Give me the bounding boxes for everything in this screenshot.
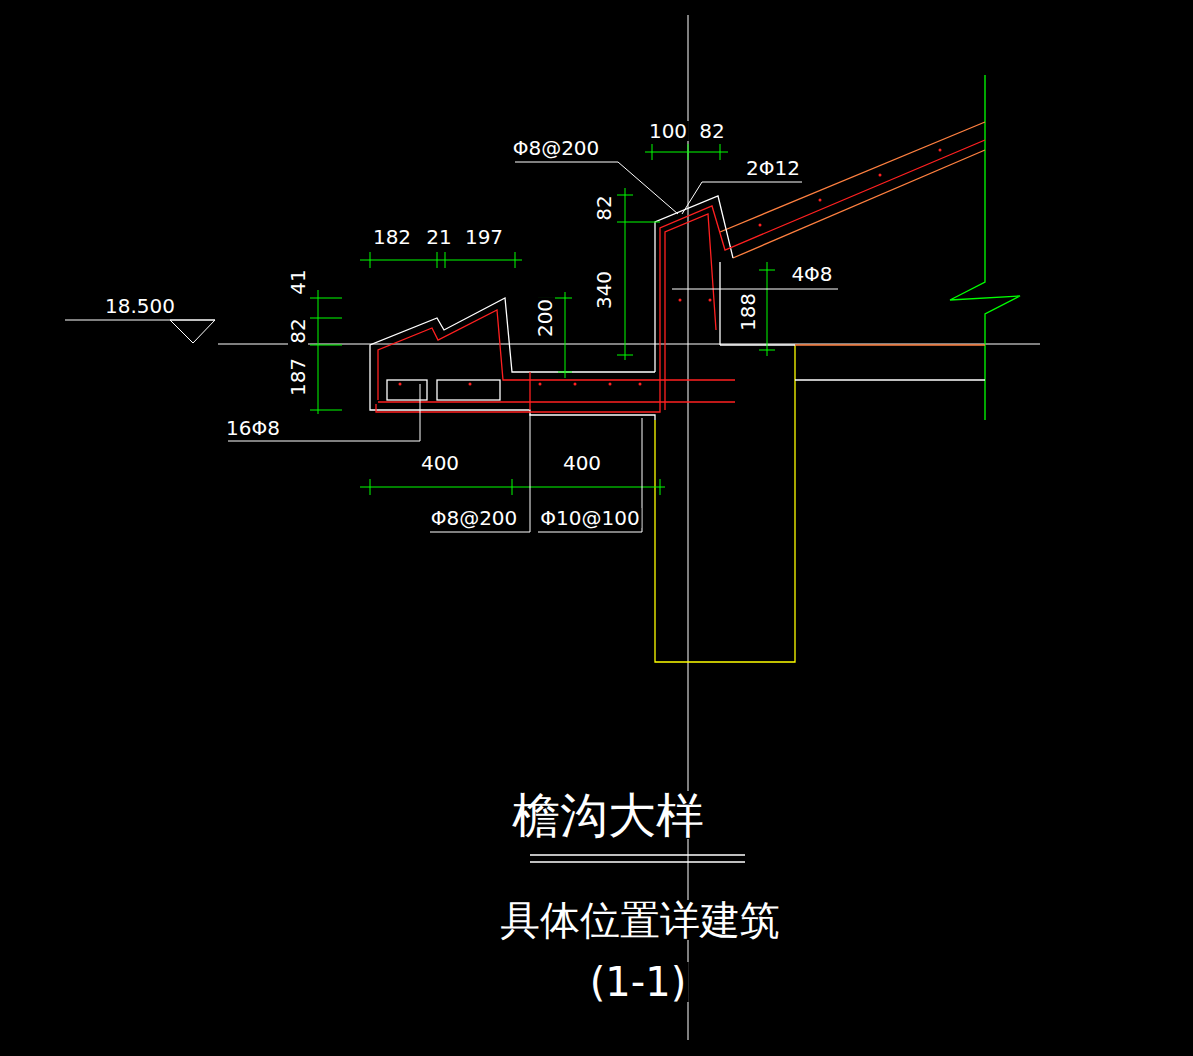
drawing-stroke	[879, 174, 882, 177]
drawing-stroke	[795, 344, 985, 345]
wall-break	[950, 75, 1020, 420]
drawing-stroke	[399, 383, 402, 386]
drawing-stroke	[310, 410, 342, 411]
drawing-stroke	[360, 260, 522, 261]
drawing-stroke	[672, 289, 838, 290]
drawing-stroke	[515, 252, 516, 268]
drawing-stroke	[679, 299, 682, 302]
drawing-stroke	[310, 345, 342, 346]
drawing-stroke	[617, 355, 633, 356]
dimension-text: 197	[463, 227, 505, 247]
drawing-stroke	[469, 383, 472, 386]
dimension-text: 82	[697, 121, 726, 141]
drawing-stroke	[370, 479, 371, 495]
drawing-stroke	[639, 383, 642, 386]
dimension-text: 400	[561, 453, 603, 473]
beam-slab	[720, 122, 985, 345]
dimension-text: 188	[738, 291, 758, 333]
rebar-label: Φ8@200	[429, 508, 520, 528]
dimension-text: 82	[594, 193, 614, 222]
drawing-stroke	[170, 320, 215, 343]
drawing-stroke	[310, 318, 342, 319]
drawing-stroke	[530, 861, 745, 863]
section-mark: (1-1)	[588, 962, 689, 1002]
drawing-stroke	[437, 252, 438, 268]
column-outline	[655, 345, 795, 662]
drawing-title: 檐沟大样	[510, 791, 706, 839]
drawing-stroke	[767, 262, 768, 356]
drawing-stroke	[655, 345, 795, 662]
dimension-text: 18.500	[103, 296, 177, 316]
drawing-stroke	[720, 144, 721, 160]
leader-lines	[65, 162, 838, 532]
rebar-label: 2Φ12	[744, 158, 802, 178]
drawing-stroke	[617, 195, 633, 196]
dimension-text: 340	[594, 269, 614, 311]
drawing-stroke	[795, 379, 985, 380]
drawing-stroke	[529, 372, 530, 410]
dimension-text: 400	[419, 453, 461, 473]
drawing-stroke	[660, 479, 661, 495]
rebar-label: Φ8@200	[511, 138, 602, 158]
drawing-stroke	[719, 262, 720, 345]
drawing-stroke	[437, 380, 500, 400]
beam-bottom	[795, 379, 985, 380]
drawing-stroke	[682, 182, 802, 214]
drawing-stroke	[720, 122, 985, 232]
drawing-stroke	[539, 383, 542, 386]
drawing-stroke	[378, 310, 735, 400]
drawing-stroke	[733, 150, 985, 258]
drawing-stroke	[530, 854, 745, 856]
drawing-stroke	[512, 479, 513, 495]
dimension-lines	[310, 144, 775, 495]
rebar-label: 16Φ8	[224, 418, 282, 438]
drawing-stroke	[688, 144, 689, 160]
dimension-text: 100	[647, 121, 689, 141]
drawing-stroke	[652, 144, 653, 160]
dimension-text: 41	[288, 267, 308, 296]
dimension-text: 200	[535, 297, 555, 339]
rebar-label: 4Φ8	[789, 264, 834, 284]
title-underline	[530, 855, 745, 862]
drawing-stroke	[625, 188, 626, 360]
drawing-stroke	[445, 252, 446, 268]
drawing-stroke	[665, 214, 716, 410]
concrete-outline	[370, 196, 795, 420]
dimension-text: 187	[288, 356, 308, 398]
drawing-stroke	[538, 418, 642, 532]
drawing-stroke	[759, 270, 775, 271]
rebar-dots	[399, 149, 942, 386]
drawing-stroke	[310, 298, 342, 299]
drawing-stroke	[218, 344, 1040, 345]
drawing-stroke	[759, 224, 762, 227]
drawing-stroke	[720, 344, 795, 345]
drawing-stroke	[709, 299, 712, 302]
drawing-stroke	[759, 350, 775, 351]
drawing-stroke	[645, 152, 728, 153]
drawing-stroke	[376, 140, 985, 412]
dimension-text: 182	[371, 227, 413, 247]
drawing-stroke	[950, 75, 1020, 420]
drawing-stroke	[558, 372, 572, 373]
drawing-stroke	[617, 222, 660, 223]
drawing-stroke	[378, 401, 735, 402]
drawing-stroke	[370, 252, 371, 268]
drawing-stroke	[565, 292, 566, 378]
drawing-stroke	[819, 199, 822, 202]
rebar	[376, 140, 985, 412]
drawing-stroke	[688, 15, 689, 1040]
rebar-label: Φ10@100	[538, 508, 641, 528]
drawing-stroke	[609, 383, 612, 386]
dimension-text: 21	[424, 227, 453, 247]
drawing-stroke	[939, 149, 942, 152]
drawing-caption: 具体位置详建筑	[498, 900, 782, 940]
drawing-stroke	[574, 383, 577, 386]
dimension-text: 82	[288, 316, 308, 345]
axis-lines	[218, 15, 1040, 1040]
drawing-stroke	[387, 380, 427, 400]
drawing-stroke	[318, 290, 319, 414]
